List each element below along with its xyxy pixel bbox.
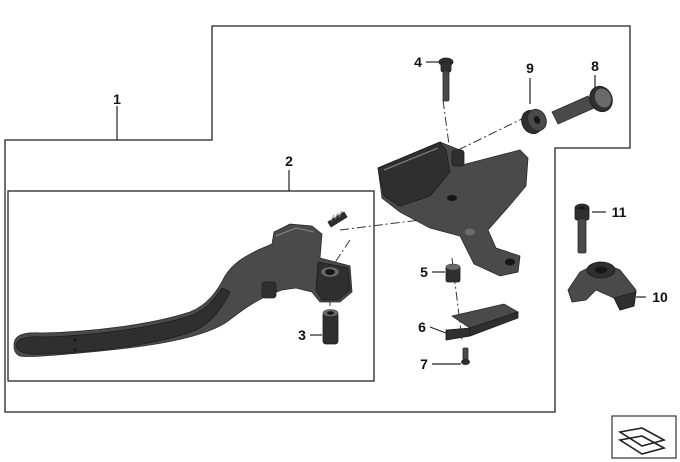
assembly-frame-1 xyxy=(4,25,631,413)
washer-part-9 xyxy=(521,108,547,135)
spring-part xyxy=(327,210,348,228)
callout-3: 3 xyxy=(298,327,306,343)
callout-leader-6 xyxy=(429,326,447,334)
callout-7: 7 xyxy=(420,356,428,372)
stack-sheets-icon xyxy=(611,415,677,459)
lever-part-2 xyxy=(13,223,353,357)
adjuster-part-8 xyxy=(551,85,613,125)
screw-part-11 xyxy=(574,203,590,254)
lever-housing xyxy=(377,141,529,277)
callout-1: 1 xyxy=(113,91,121,107)
screw-part-7 xyxy=(461,347,470,365)
bushing-part-3 xyxy=(322,309,339,345)
callout-6: 6 xyxy=(418,319,426,335)
callout-2: 2 xyxy=(285,153,293,169)
screw-part-4 xyxy=(438,57,454,102)
clip-part-6 xyxy=(445,303,519,341)
nut-part-5 xyxy=(445,263,461,283)
lever-subassembly-frame-2 xyxy=(7,190,375,382)
clamp-part-10 xyxy=(567,261,637,311)
callout-9: 9 xyxy=(526,60,534,76)
callout-11: 11 xyxy=(612,204,627,220)
callout-4: 4 xyxy=(414,54,422,70)
callout-8: 8 xyxy=(591,58,599,74)
callout-5: 5 xyxy=(420,264,428,280)
callout-10: 10 xyxy=(652,289,668,305)
